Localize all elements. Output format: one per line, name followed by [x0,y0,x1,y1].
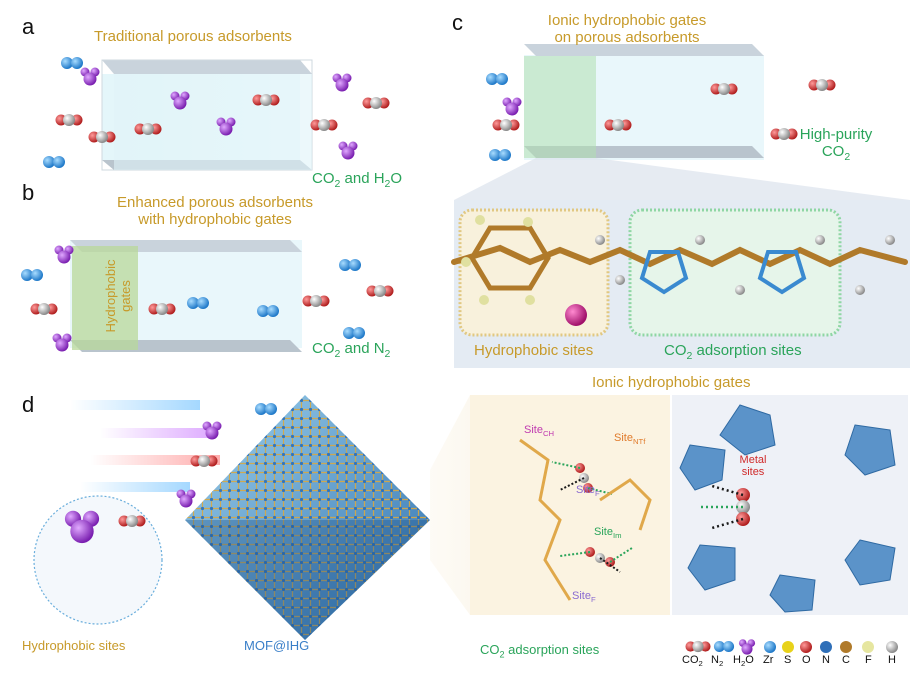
legend-f: F [865,654,872,666]
site-im-label: SiteIm [594,526,622,541]
panel-label-c: c [452,10,463,35]
legend-n: N [822,654,830,666]
legend-co2: CO2 [682,654,703,669]
legend-s: S [784,654,792,666]
hydrophobic-sites-frame [458,208,610,337]
gas-trails-d [70,400,220,492]
bottom-mof-ihg: MOF@IHG [244,638,310,653]
panel-label-d: d [22,392,35,417]
legend-c: C [842,654,850,666]
site-ch-label: SiteCH [524,424,555,439]
bottom-hydrophobic-sites: Hydrophobic sites [22,638,126,653]
co2-adsorption-sites-frame [628,208,842,337]
ionic-zoom-panel [470,395,670,615]
legend-h: H [888,654,896,666]
legend-zr: Zr [763,654,774,666]
legend-n2: N2 [711,654,724,669]
site-ntf-label: SiteNTf [614,432,646,447]
panel-c-zoom-wedge [454,158,910,200]
panel-c-box [524,44,764,160]
panel-label-b: b [22,180,35,205]
panel-label-a: a [22,14,35,39]
legend-icons [685,639,898,655]
panel-a-box [101,59,313,171]
panel-a-caption: CO2 and H2O [312,170,403,190]
zr-clusters [679,404,896,613]
panel-a-title: Traditional porous adsorbents [94,28,292,45]
site-f-label-2: SiteF [572,590,596,605]
panel-b-caption: CO2 and N2 [312,340,391,360]
hydrophobic-zoom-circle [33,495,163,625]
co2-adsorption-sites-label: CO2 adsorption sites [664,342,802,362]
panel-b-box [70,240,302,352]
molecular-chain [451,225,908,295]
legend-o: O [802,654,811,666]
legend-h2o: H2O [733,654,754,669]
bottom-co2-adsorption-sites: CO2 adsorption sites [480,642,600,660]
ionic-gates-title: Ionic hydrophobic gates [592,374,751,391]
site-f-label-1: SiteF [576,484,600,499]
hydrophobic-sites-label: Hydrophobic sites [474,342,594,359]
